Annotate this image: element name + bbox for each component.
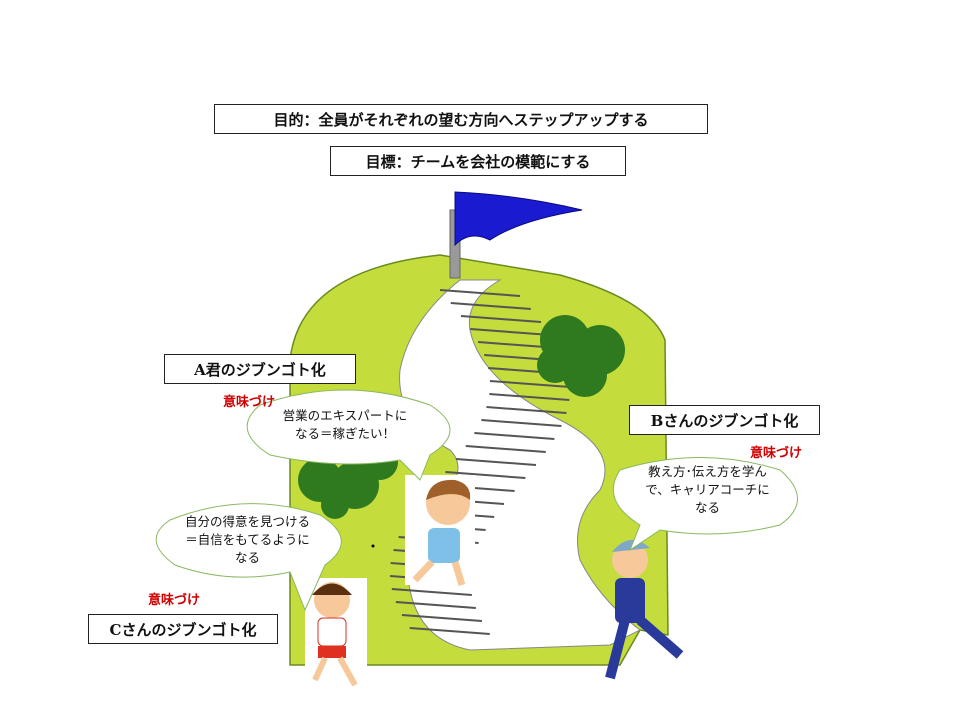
bubble-text: 自分の得意を見つける＝自信をもてるようになる [185, 514, 311, 565]
person-b-bubble-text: 教え方･伝え方を学んで、キャリアコーチになる [645, 460, 770, 520]
person-b-meaning: 意味づけ [750, 446, 803, 461]
stair-step [489, 393, 570, 401]
speech-bubble-b [612, 457, 798, 552]
stair-step [391, 588, 472, 596]
dot [371, 544, 375, 548]
stair-step [474, 432, 555, 440]
person-a-meaning: 意味づけ [223, 395, 276, 410]
stair-step [401, 614, 482, 622]
stair-step [486, 406, 567, 414]
goal-box: 目標：チームを会社の模範にする [330, 146, 626, 176]
stair-step [439, 289, 521, 297]
stair-step [481, 419, 562, 427]
stair-step [395, 601, 476, 609]
person-b-label: Bさんのジブンゴト化 [629, 405, 820, 435]
stair-step [445, 471, 526, 479]
person-c-label: Cさんのジブンゴト化 [88, 614, 278, 644]
stair-step [450, 302, 531, 310]
purpose-box: 目的：全員がそれぞれの望む方向へステップアップする [214, 104, 708, 134]
bubble-text: 教え方･伝え方を学んで、キャリアコーチになる [645, 464, 770, 515]
stair-step [465, 445, 546, 453]
person-c-meaning: 意味づけ [148, 593, 201, 608]
person-a-bubble-text: 営業のエキスパートになる＝稼ぎたい！ [280, 395, 410, 455]
runner-b-woman [605, 539, 684, 680]
stair-step [489, 380, 571, 388]
bubble-text: 営業のエキスパートになる＝稼ぎたい！ [282, 408, 408, 441]
stair-step [460, 315, 542, 323]
flag-icon [454, 191, 583, 247]
tree-icon [537, 315, 625, 397]
stair-step [455, 458, 537, 466]
runner-a-boy [405, 475, 475, 587]
stair-step [470, 328, 551, 336]
speech-bubble-a [246, 389, 451, 481]
stair-step [409, 627, 490, 635]
person-c-bubble-text: 自分の得意を見つける＝自信をもてるようになる [185, 510, 310, 570]
runner-c-girl [305, 578, 367, 687]
speech-bubble-c [155, 503, 342, 612]
person-a-label: A君のジブンゴト化 [164, 354, 356, 384]
